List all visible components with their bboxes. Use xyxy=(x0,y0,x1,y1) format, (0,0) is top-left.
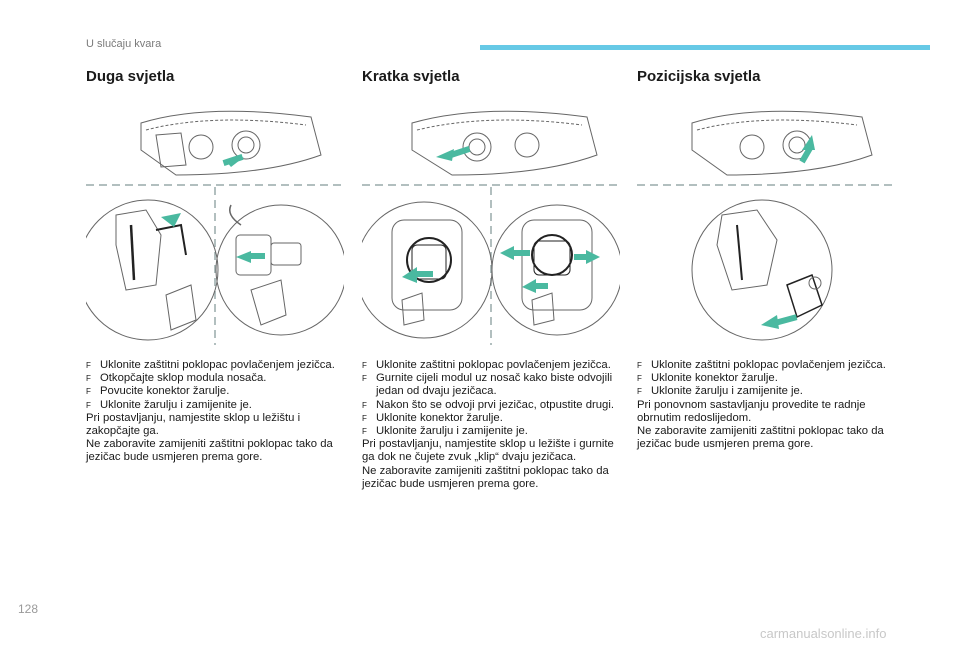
column-title-low-beam: Kratka svjetla xyxy=(362,68,460,85)
note-paragraph: Ne zaboravite zamijeniti zaštitni poklop… xyxy=(637,425,884,451)
section-header: U slučaju kvara xyxy=(86,38,162,50)
checkbox-marker: F xyxy=(86,387,91,397)
column-title-position-light: Pozicijska svjetla xyxy=(637,68,761,85)
checkbox-marker: F xyxy=(637,374,642,384)
checkbox-marker: F xyxy=(362,413,367,423)
note-paragraph: Pri ponovnom sastavljanju provedite te r… xyxy=(637,398,866,424)
note-paragraph: Pri postavljanju, namjestite sklop u lež… xyxy=(362,438,614,464)
note-paragraph: Pri postavljanju, namjestite sklop u lež… xyxy=(86,411,301,438)
checkbox-marker: F xyxy=(362,361,367,370)
checkbox-marker: F xyxy=(86,400,91,410)
page-number: 128 xyxy=(18,602,39,616)
checkbox-marker: F xyxy=(362,374,367,384)
column-title-high-beam: Duga svjetla xyxy=(86,68,175,85)
low-beam-illustration xyxy=(362,110,620,345)
watermark: carmanualsonline.info xyxy=(760,626,887,641)
high-beam-illustration xyxy=(86,110,344,345)
checkbox-marker: F xyxy=(86,374,91,384)
checkbox-marker: F xyxy=(86,361,91,370)
note-paragraph: Ne zaboravite zamijeniti zaštitni poklop… xyxy=(362,464,609,490)
section-accent-bar xyxy=(480,45,930,50)
checkbox-marker: F xyxy=(637,361,642,370)
checkbox-marker: F xyxy=(362,400,367,410)
note-paragraph: Ne zaboravite zamijeniti zaštitni poklop… xyxy=(86,438,333,464)
checkbox-marker: F xyxy=(637,387,642,397)
checkbox-marker: F xyxy=(362,427,367,437)
position-light-illustration xyxy=(637,110,895,341)
